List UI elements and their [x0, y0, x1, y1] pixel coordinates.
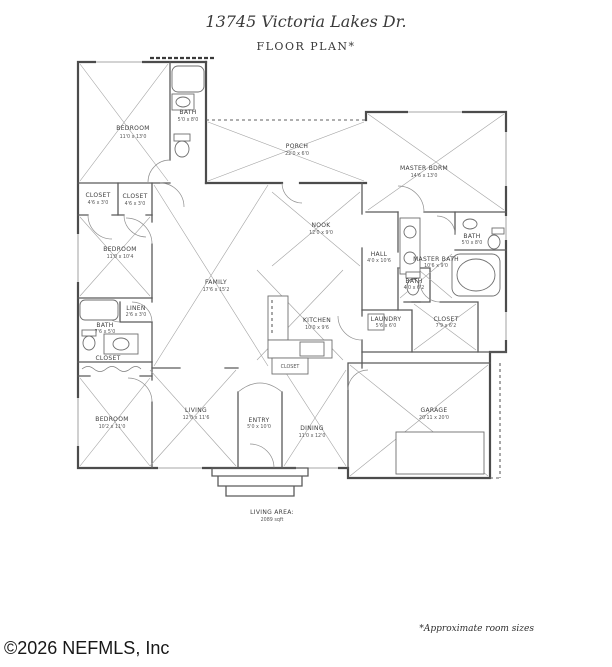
entry-steps: [211, 467, 309, 497]
room-dims: 5'0 x 8'0: [178, 117, 199, 123]
room-label: LIVING: [185, 407, 207, 414]
page-title: 13745 Victoria Lakes Dr.: [205, 12, 407, 31]
sink-icon: [112, 337, 130, 351]
page-subtitle: FLOOR PLAN*: [256, 40, 356, 53]
toilet-icon: [406, 278, 420, 296]
sink-icon: [403, 251, 417, 265]
room-cross-lines: [79, 63, 505, 477]
washer-icon: [367, 313, 385, 331]
sink-icon: [403, 225, 417, 239]
garage-side-dashed: [490, 363, 501, 479]
closet-box: [271, 357, 309, 375]
room-label: MASTER BDRM: [400, 165, 448, 172]
toilet-icon: [174, 140, 190, 158]
sink-icon: [175, 96, 191, 108]
living-area-label: LIVING AREA:: [250, 509, 294, 516]
room-dims: 4'0 x 10'6: [367, 258, 391, 264]
room-label: BATH: [96, 322, 113, 329]
room-label: BEDROOM: [116, 125, 149, 132]
room-label: DINING: [300, 425, 324, 432]
room-dims: 17'6 x 15'2: [203, 287, 230, 293]
range-icon: [299, 341, 325, 357]
room-label: BATH: [463, 233, 480, 240]
room-dims: 5'0 x 10'0: [247, 424, 271, 430]
room-label: HALL: [371, 251, 388, 258]
room-label: BATH: [405, 278, 422, 285]
room-dims: 7'9 x 6'2: [436, 323, 457, 329]
room-label: BEDROOM: [95, 416, 128, 423]
room-dims: 10'6 x 9'0: [424, 263, 448, 269]
tub-basin-icon: [456, 258, 496, 292]
room-label: CLOSET: [433, 316, 458, 323]
toilet-tank-icon: [405, 271, 421, 279]
closet-rod-line: [81, 366, 142, 372]
room-dims: 11'0 x 12'0: [299, 433, 326, 439]
room-label: BATH: [179, 109, 196, 116]
room-dims: 11'0 x 10'4: [107, 254, 134, 260]
living-area-value: 2089 sqft: [261, 517, 284, 523]
room-label: KITCHEN: [303, 317, 331, 324]
kitchen-counter: [267, 295, 289, 341]
toilet-tank-icon: [173, 133, 191, 142]
room-label: FAMILY: [205, 279, 227, 286]
room-dims: 20'11 x 20'0: [419, 415, 449, 421]
room-dims: 10'2 x 11'0: [99, 424, 126, 430]
room-dims: 22'0 x 6'0: [285, 151, 309, 157]
approximate-sizes-note: *Approximate room sizes: [419, 624, 534, 634]
room-label: CLOSET: [85, 192, 110, 199]
garage-apron: [395, 431, 485, 475]
room-label: NOOK: [311, 222, 331, 229]
room-dims: 2'6 x 3'0: [126, 312, 147, 318]
room-label: PORCH: [286, 143, 308, 150]
room-dims: 12'0 x 9'0: [309, 230, 333, 236]
room-label: CLOSET: [122, 193, 147, 200]
room-dims: 14'6 x 13'0: [411, 173, 438, 179]
toilet-icon: [82, 335, 96, 351]
room-dims: 12'0 x 11'6: [183, 415, 210, 421]
room-label: LINEN: [126, 305, 145, 312]
room-dims: 10'0 x 9'6: [305, 325, 329, 331]
toilet-icon: [487, 234, 501, 250]
bathtub-icon: [79, 299, 119, 321]
bathtub-icon: [171, 65, 205, 93]
room-label: GARAGE: [421, 407, 448, 414]
room-label: CLOSET: [281, 364, 300, 370]
fixtures: [79, 65, 505, 497]
room-label: BEDROOM: [103, 246, 136, 253]
room-labels: BEDROOM 11'0 x 13'0 BATH 5'0 x 8'0 CLOSE…: [85, 109, 482, 523]
room-label: CLOSET: [95, 355, 120, 362]
room-dims: 11'0 x 13'0: [120, 134, 147, 140]
room-dims: 4'6 x 3'0: [88, 200, 109, 206]
room-dims: 4'0 x 6'2: [404, 285, 425, 291]
sink-icon: [462, 218, 478, 230]
toilet-tank-icon: [491, 227, 505, 235]
room-dims: 4'6 x 3'0: [125, 201, 146, 207]
room-label: MASTER BATH: [413, 256, 459, 263]
room-dims: 7'6 x 5'0: [95, 329, 116, 335]
room-label: ENTRY: [249, 417, 270, 424]
room-dims: 5'0 x 8'0: [462, 240, 483, 246]
copyright-text: ©2026 NEFMLS, Inc: [4, 638, 170, 658]
room-label: LAUNDRY: [371, 316, 402, 323]
room-dims: 5'6 x 6'0: [376, 323, 397, 329]
